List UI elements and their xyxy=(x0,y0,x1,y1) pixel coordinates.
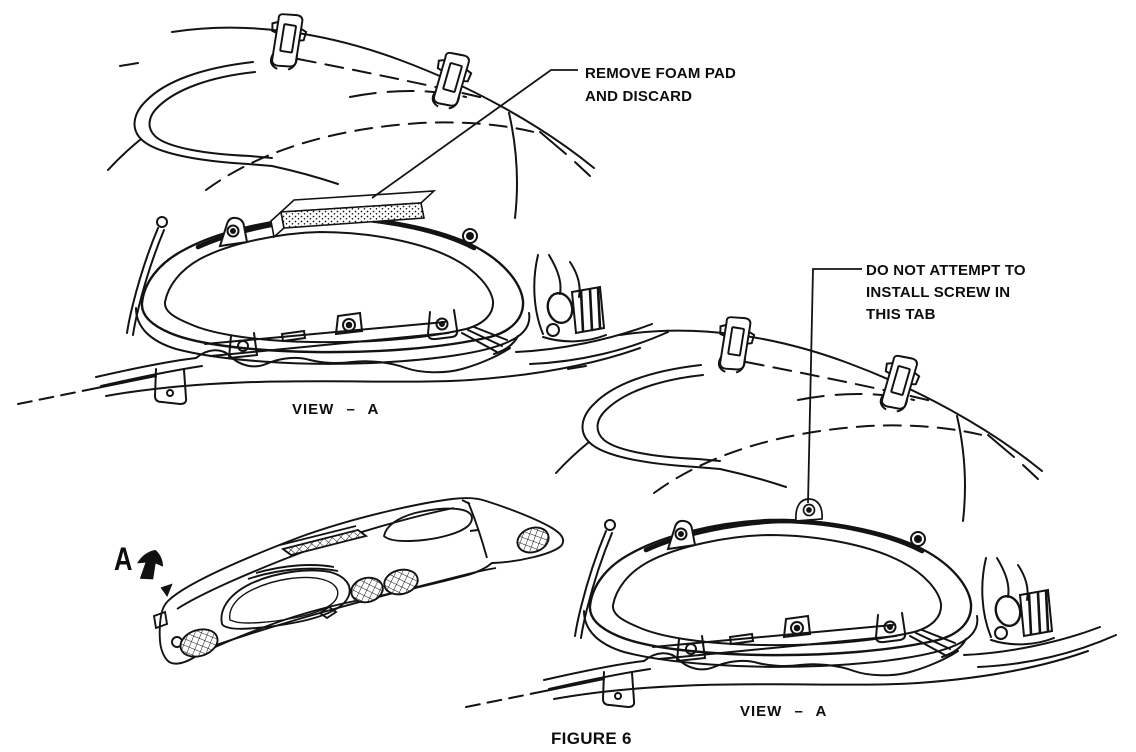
screw-warning-line2: INSTALL SCREW IN xyxy=(866,284,1011,301)
instrument-panel-view xyxy=(152,497,565,665)
screw-warning-label: DO NOT ATTEMPT TO INSTALL SCREW IN THIS … xyxy=(866,260,1026,326)
cluster-view-left xyxy=(18,10,668,404)
detail-marker-a: A xyxy=(114,541,133,577)
view-direction-arrow xyxy=(136,549,164,580)
foam-pad-label-line1: REMOVE FOAM PAD xyxy=(585,65,737,82)
view-a-label-left: VIEW – A xyxy=(292,401,380,418)
figure-caption: FIGURE 6 xyxy=(551,729,632,748)
view-a-label-right: VIEW – A xyxy=(740,703,828,720)
screw-tab-leader-line xyxy=(807,268,862,504)
remove-foam-pad-label: REMOVE FOAM PAD AND DISCARD xyxy=(585,62,736,108)
foam-pad xyxy=(270,190,437,239)
screw-tab xyxy=(795,498,823,522)
screw-warning-line1: DO NOT ATTEMPT TO xyxy=(866,262,1026,279)
foam-pad-label-line2: AND DISCARD xyxy=(585,88,693,105)
foam-pad-leader-line xyxy=(371,69,578,199)
screw-warning-line3: THIS TAB xyxy=(866,306,936,323)
cluster-view-right xyxy=(466,268,1116,707)
